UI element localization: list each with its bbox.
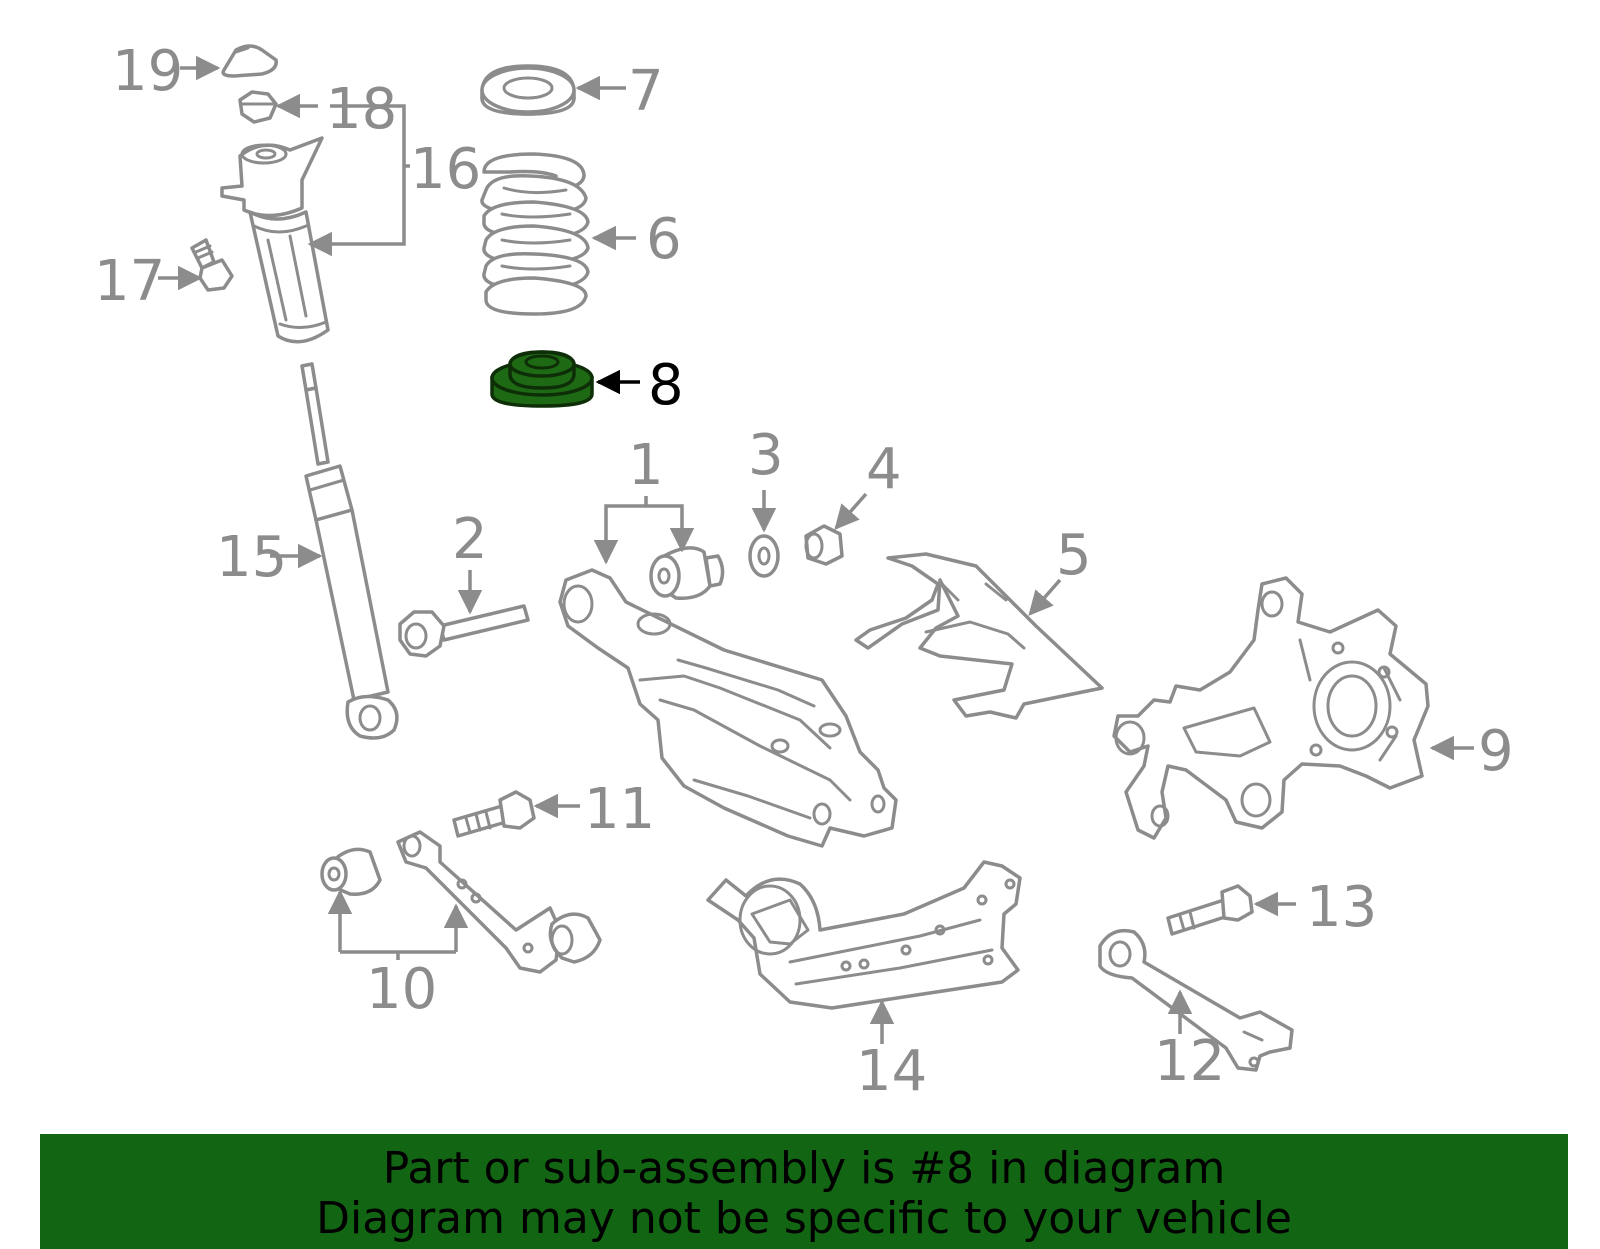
part-9-knuckle <box>1112 576 1430 840</box>
part-11-bolt <box>452 790 536 838</box>
callout-17: 17 <box>94 249 165 314</box>
part-18-nut <box>238 90 278 124</box>
callout-6: 6 <box>646 207 682 272</box>
part-2-bolt <box>398 604 530 658</box>
part-1-subframe <box>558 568 898 848</box>
part-14-trailing-arm <box>706 860 1022 1010</box>
part-17-bolt <box>190 238 234 292</box>
part-4-nut <box>804 524 844 566</box>
part-7-upper-spring-seat <box>480 64 576 116</box>
info-banner: Part or sub-assembly is #8 in diagram Di… <box>40 1134 1568 1249</box>
callout-15: 15 <box>216 525 287 590</box>
part-15-shock-absorber <box>300 362 399 740</box>
callout-13: 13 <box>1306 875 1377 940</box>
parts-diagram: 19 18 16 17 7 6 8 15 2 1 3 4 5 9 11 10 1… <box>94 39 1514 1104</box>
leader-lines <box>158 55 1474 1044</box>
banner-line-1: Part or sub-assembly is #8 in diagram <box>382 1143 1226 1194</box>
part-1-bushing <box>649 546 725 600</box>
part-3-washer <box>748 534 780 578</box>
callout-9: 9 <box>1478 719 1514 784</box>
callout-labels: 19 18 16 17 7 6 8 15 2 1 3 4 5 9 11 10 1… <box>94 39 1514 1104</box>
part-8-spring-insulator <box>490 350 594 408</box>
callout-3: 3 <box>748 423 784 488</box>
callout-5: 5 <box>1056 523 1092 588</box>
callout-7: 7 <box>628 59 664 124</box>
callout-16: 16 <box>410 137 481 202</box>
part-10-arm <box>320 830 602 974</box>
callout-4: 4 <box>866 437 902 502</box>
callout-19: 19 <box>112 39 183 104</box>
callout-18: 18 <box>326 77 397 142</box>
banner-line-2: Diagram may not be specific to your vehi… <box>316 1193 1292 1244</box>
callout-8: 8 <box>648 353 684 418</box>
callout-14: 14 <box>856 1039 927 1104</box>
part-16-shock-mount <box>220 136 330 344</box>
callout-11: 11 <box>584 777 655 842</box>
callout-10: 10 <box>366 957 437 1022</box>
part-6-coil-spring <box>480 152 590 316</box>
callout-1: 1 <box>628 433 664 498</box>
callout-2: 2 <box>452 507 488 572</box>
part-13-bolt <box>1166 884 1254 936</box>
part-5-bracket <box>854 552 1104 720</box>
part-19-mount-cap <box>221 44 278 78</box>
callout-12: 12 <box>1154 1029 1225 1094</box>
